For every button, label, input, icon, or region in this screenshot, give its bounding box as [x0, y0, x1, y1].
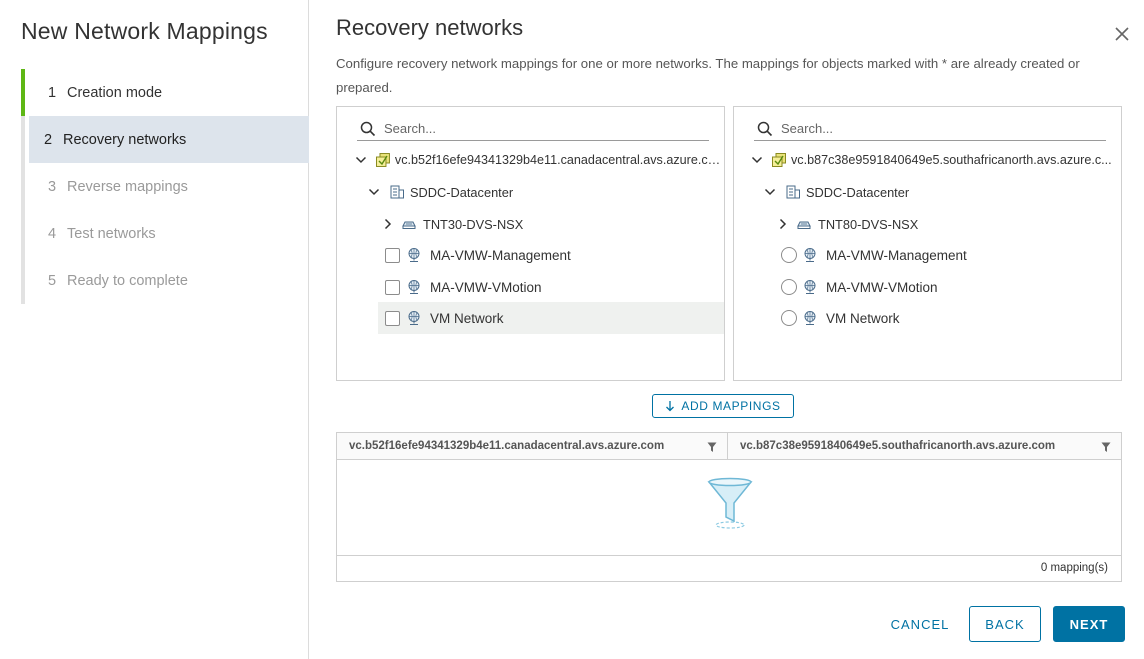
step-number: 2: [44, 131, 53, 148]
column-header-label: vc.b52f16efe94341329b4e11.canadacentral.…: [349, 440, 665, 452]
recovery-datacenter-label: SDDC-Datacenter: [806, 184, 910, 200]
empty-funnel-icon: [707, 477, 753, 529]
step-label: Creation mode: [67, 84, 163, 101]
search-icon: [360, 121, 376, 136]
back-button[interactable]: BACK: [969, 606, 1041, 642]
network-checkbox[interactable]: [385, 279, 400, 295]
recovery-vcenter-label: vc.b87c38e9591840649e5.southafricanorth.…: [791, 153, 1112, 167]
step-recovery-networks[interactable]: 2 Recovery networks: [21, 116, 309, 163]
grid-footer: 0 mapping(s): [337, 556, 1121, 580]
recovery-network-row[interactable]: MA-VMW-VMotion: [734, 271, 1121, 303]
network-label: MA-VMW-VMotion: [826, 279, 938, 295]
source-network-tree-panel: vc.b52f16efe94341329b4e11.canadacentral.…: [336, 106, 725, 381]
chevron-down-icon[interactable]: [368, 186, 380, 198]
add-mappings-button[interactable]: ADD MAPPINGS: [652, 394, 794, 418]
grid-body: [337, 460, 1121, 556]
wizard-sidebar: New Network Mappings 1 Creation mode 2 R…: [0, 0, 309, 659]
network-checkbox[interactable]: [385, 310, 400, 326]
network-icon: [408, 248, 420, 262]
page-description: Configure recovery network mappings for …: [336, 56, 1080, 95]
source-switch-label: TNT30-DVS-NSX: [423, 216, 524, 232]
step-test-networks: 4 Test networks: [21, 210, 309, 257]
source-network-row[interactable]: MA-VMW-VMotion: [337, 271, 724, 303]
network-label: MA-VMW-VMotion: [430, 279, 542, 295]
datacenter-icon: [390, 185, 404, 199]
network-icon: [804, 248, 816, 262]
vcenter-icon: [375, 153, 390, 167]
page-title: Recovery networks: [336, 15, 524, 40]
network-icon: [408, 280, 420, 294]
filter-icon[interactable]: [1101, 442, 1111, 453]
column-header-label: vc.b87c38e9591840649e5.southafricanorth.…: [740, 440, 1056, 452]
grid-column-recovery[interactable]: vc.b87c38e9591840649e5.southafricanorth.…: [728, 433, 1121, 459]
cancel-button[interactable]: CANCEL: [879, 606, 961, 642]
network-radio[interactable]: [781, 310, 797, 326]
network-icon: [804, 311, 816, 325]
chevron-down-icon[interactable]: [764, 186, 776, 198]
close-icon[interactable]: [1112, 24, 1132, 44]
network-icon: [804, 280, 816, 294]
grid-column-source[interactable]: vc.b52f16efe94341329b4e11.canadacentral.…: [337, 433, 728, 459]
step-number: 5: [48, 272, 57, 289]
network-label: VM Network: [826, 310, 900, 326]
wizard-steps: 1 Creation mode 2 Recovery networks 3 Re…: [21, 69, 309, 304]
recovery-network-row[interactable]: VM Network: [734, 302, 1121, 334]
step-label: Test networks: [67, 225, 156, 242]
step-reverse-mappings: 3 Reverse mappings: [21, 163, 309, 210]
recovery-datacenter-node[interactable]: SDDC-Datacenter: [734, 176, 1121, 208]
chevron-down-icon[interactable]: [355, 154, 367, 166]
chevron-down-icon[interactable]: [751, 154, 763, 166]
datacenter-icon: [786, 185, 800, 199]
step-number: 1: [48, 84, 57, 101]
network-radio[interactable]: [781, 247, 797, 263]
distributed-switch-icon: [797, 221, 811, 229]
source-vcenter-label: vc.b52f16efe94341329b4e11.canadacentral.…: [394, 153, 724, 167]
arrow-down-icon: [666, 401, 675, 412]
network-label: MA-VMW-Management: [430, 247, 571, 263]
step-number: 4: [48, 225, 57, 242]
source-datacenter-node[interactable]: SDDC-Datacenter: [337, 176, 724, 208]
network-label: VM Network: [430, 310, 504, 326]
recovery-vcenter-node[interactable]: vc.b87c38e9591840649e5.southafricanorth.…: [734, 144, 1121, 176]
step-ready-to-complete: 5 Ready to complete: [21, 257, 309, 304]
source-network-row[interactable]: MA-VMW-Management: [337, 239, 724, 271]
chevron-right-icon[interactable]: [777, 218, 789, 230]
step-label: Reverse mappings: [67, 178, 188, 195]
source-search-input[interactable]: [384, 121, 684, 136]
step-label: Ready to complete: [67, 272, 188, 289]
step-number: 3: [48, 178, 57, 195]
network-radio[interactable]: [781, 279, 797, 295]
recovery-search: [754, 117, 1106, 141]
source-vcenter-node[interactable]: vc.b52f16efe94341329b4e11.canadacentral.…: [337, 144, 724, 176]
add-mappings-label: ADD MAPPINGS: [681, 399, 781, 413]
distributed-switch-icon: [402, 221, 416, 229]
filter-icon[interactable]: [707, 442, 717, 453]
source-search: [357, 117, 709, 141]
search-icon: [757, 121, 773, 136]
recovery-switch-node[interactable]: TNT80-DVS-NSX: [734, 208, 1121, 240]
network-checkbox[interactable]: [385, 247, 400, 263]
recovery-network-tree-panel: vc.b87c38e9591840649e5.southafricanorth.…: [733, 106, 1122, 381]
source-datacenter-label: SDDC-Datacenter: [410, 184, 514, 200]
step-creation-mode[interactable]: 1 Creation mode: [21, 69, 309, 116]
network-icon: [408, 311, 420, 325]
recovery-search-input[interactable]: [781, 121, 1081, 136]
chevron-right-icon[interactable]: [382, 218, 394, 230]
grid-header: vc.b52f16efe94341329b4e11.canadacentral.…: [337, 433, 1121, 460]
mappings-grid: vc.b52f16efe94341329b4e11.canadacentral.…: [336, 432, 1122, 582]
step-label: Recovery networks: [63, 131, 187, 148]
mapping-count: 0 mapping(s): [1040, 562, 1108, 574]
source-switch-node[interactable]: TNT30-DVS-NSX: [337, 208, 724, 240]
recovery-network-row[interactable]: MA-VMW-Management: [734, 239, 1121, 271]
recovery-switch-label: TNT80-DVS-NSX: [818, 216, 919, 232]
vcenter-icon: [772, 153, 786, 167]
source-network-row[interactable]: VM Network: [378, 302, 724, 334]
network-label: MA-VMW-Management: [826, 247, 967, 263]
wizard-title: New Network Mappings: [21, 18, 268, 44]
next-button[interactable]: NEXT: [1053, 606, 1125, 642]
